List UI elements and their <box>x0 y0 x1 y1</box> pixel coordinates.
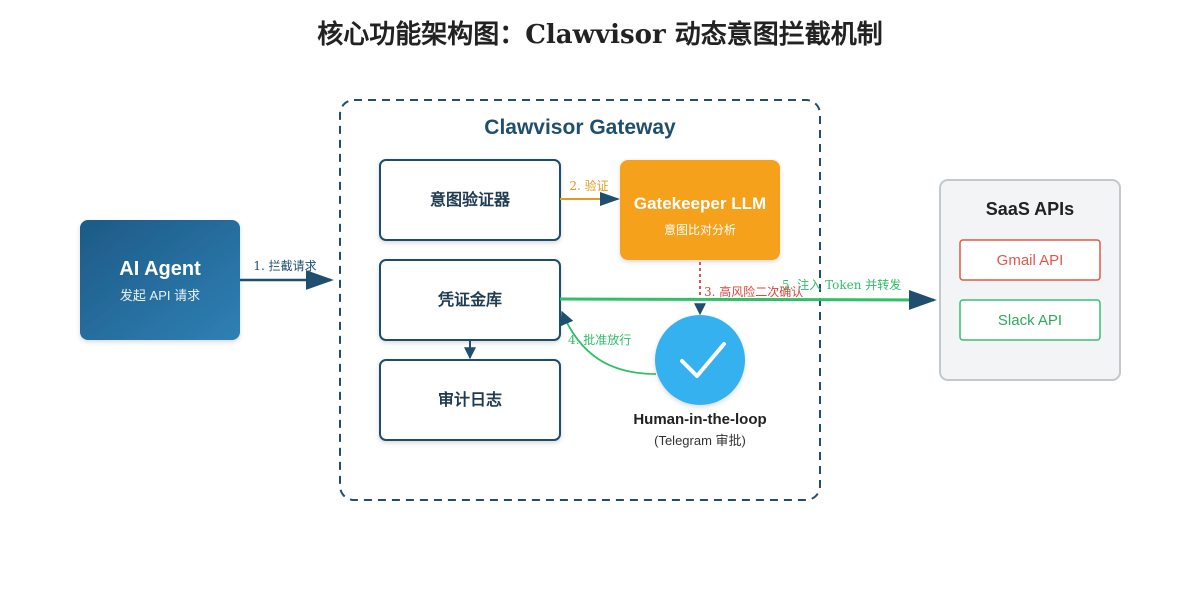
gatekeeper-llm-subtitle: 意图比对分析 <box>664 222 736 237</box>
edge-approve-arrow <box>560 310 657 375</box>
credential-vault-label: 凭证金库 <box>437 290 502 309</box>
human-in-the-loop-node[interactable]: Human-in-the-loop (Telegram 审批) <box>633 315 767 448</box>
human-in-the-loop-title: Human-in-the-loop <box>633 411 766 428</box>
saas-apis-node[interactable]: SaaS APIs Gmail API Slack API <box>939 179 1121 381</box>
audit-log-node[interactable]: 审计日志 <box>379 359 561 441</box>
intent-validator-label: 意图验证器 <box>430 190 511 209</box>
gmail-api-box[interactable] <box>959 239 1101 281</box>
slack-api-label: Slack API <box>998 312 1062 329</box>
ai-agent-node[interactable]: AI Agent 发起 API 请求 <box>80 220 240 340</box>
ai-agent-title: AI Agent <box>119 258 201 280</box>
saas-apis-title: SaaS APIs <box>986 199 1074 219</box>
edge-verify-label: 2. 验证 <box>569 178 608 193</box>
ai-agent-box <box>80 220 240 340</box>
edge-intercept-label: 1. 拦截请求 <box>253 259 316 273</box>
ai-agent-subtitle: 发起 API 请求 <box>120 288 200 303</box>
edge-high-risk-label: 3. 高风险二次确认 <box>704 284 803 299</box>
gatekeeper-llm-node[interactable]: Gatekeeper LLM 意图比对分析 <box>620 160 780 260</box>
gateway-title: Clawvisor Gateway <box>484 116 676 139</box>
gmail-api-label: Gmail API <box>997 252 1064 269</box>
slack-api-box[interactable] <box>959 299 1101 341</box>
edge-inject-label: 5. 注入 Token 并转发 <box>782 277 901 292</box>
credential-vault-node[interactable]: 凭证金库 <box>379 259 561 341</box>
edge-approve-label: 4. 批准放行 <box>568 332 631 347</box>
intent-validator-node[interactable]: 意图验证器 <box>379 159 561 241</box>
edge-inject-arrow <box>559 289 937 310</box>
human-in-the-loop-subtitle: (Telegram 审批) <box>654 433 746 448</box>
gatekeeper-llm-box <box>620 160 780 260</box>
human-approval-circle <box>655 315 745 405</box>
audit-log-label: 审计日志 <box>438 390 502 409</box>
audit-log-box <box>379 359 561 441</box>
checkmark-icon <box>680 342 726 378</box>
gatekeeper-llm-title: Gatekeeper LLM <box>634 194 766 213</box>
page-title: 核心功能架构图：Clawvisor 动态意图拦截机制 <box>317 19 883 50</box>
